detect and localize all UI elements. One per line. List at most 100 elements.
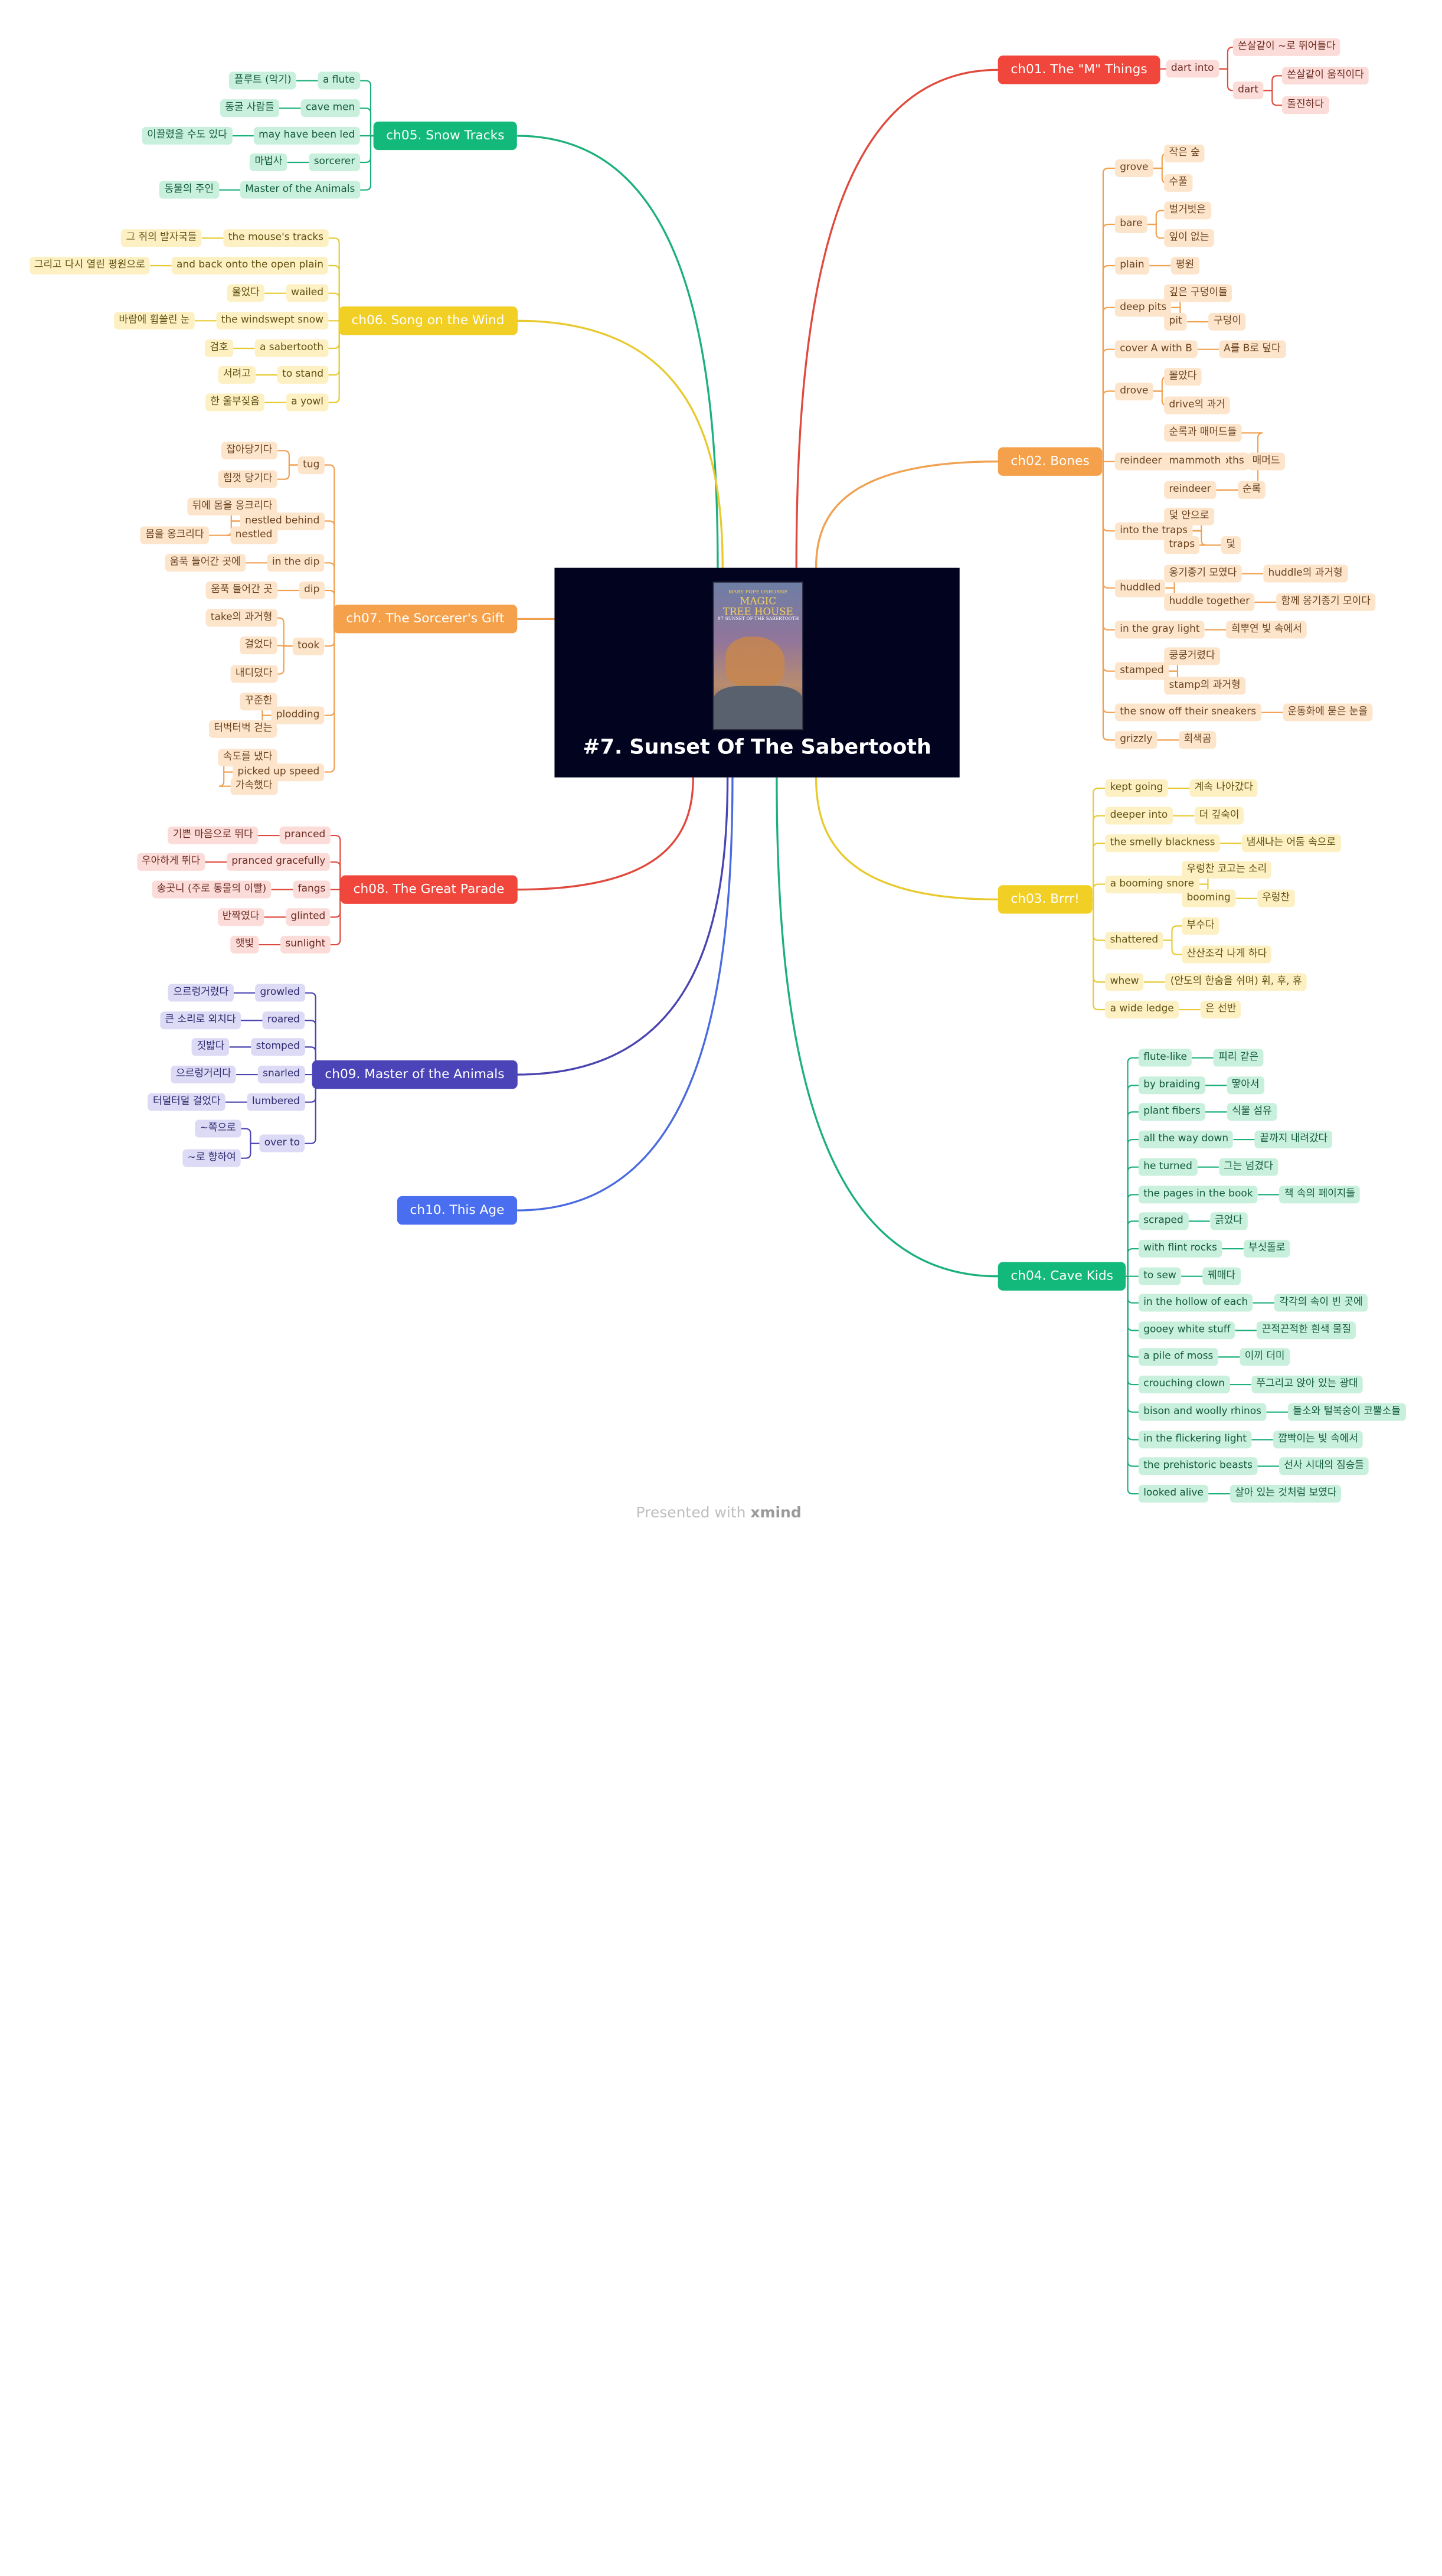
vocab-term-the-pages-in-the-book[interactable]: the pages in the book bbox=[1138, 1186, 1258, 1204]
translation-ch04-2[interactable]: 식물 섬유 bbox=[1227, 1103, 1277, 1121]
vocab-term-took[interactable]: took bbox=[292, 637, 325, 655]
translation-ch07-5[interactable]: 움푹 들어간 곳 bbox=[205, 581, 278, 600]
translation-ch02-21[interactable]: 회색곰 bbox=[1179, 731, 1217, 749]
translation-ch04-0[interactable]: 피리 같은 bbox=[1213, 1049, 1264, 1067]
vocab-term-term[interactable]: 쏜살같이 ~로 뛰어들다 bbox=[1232, 38, 1340, 57]
translation-ch04-13[interactable]: 들소와 털복숭이 코뿔소들 bbox=[1288, 1403, 1406, 1421]
vocab-term-picked-up-speed[interactable]: picked up speed bbox=[233, 763, 325, 781]
vocab-term-a-yowl[interactable]: a yowl bbox=[286, 393, 329, 412]
vocab-term-the-mouse-s-tracks[interactable]: the mouse's tracks bbox=[223, 229, 329, 247]
translation-ch04-11[interactable]: 이끼 더미 bbox=[1240, 1348, 1290, 1366]
vocab-term-in-the-hollow-of-each[interactable]: in the hollow of each bbox=[1138, 1294, 1253, 1312]
vocab-term-term[interactable]: 수풀 bbox=[1164, 174, 1193, 192]
vocab-term-in-the-dip[interactable]: in the dip bbox=[267, 554, 325, 572]
vocab-term-term[interactable]: ~로 향하여 bbox=[182, 1149, 241, 1167]
vocab-term-pit[interactable]: pit bbox=[1164, 312, 1187, 331]
vocab-term-tug[interactable]: tug bbox=[297, 456, 325, 474]
translation-ch03-8[interactable]: 은 선반 bbox=[1200, 1000, 1241, 1019]
translation-ch04-8[interactable]: 꿰매다 bbox=[1202, 1267, 1241, 1285]
vocab-term-term[interactable]: 순록과 매머드들 bbox=[1164, 424, 1242, 442]
vocab-term-plant-fibers[interactable]: plant fibers bbox=[1138, 1103, 1205, 1121]
translation-ch04-4[interactable]: 그는 넘겼다 bbox=[1218, 1158, 1278, 1176]
vocab-term-pranced-gracefully[interactable]: pranced gracefully bbox=[227, 853, 331, 871]
translation-ch08-0[interactable]: 기쁜 마음으로 뛰다 bbox=[168, 826, 258, 845]
vocab-term-gooey-white-stuff[interactable]: gooey white stuff bbox=[1138, 1321, 1235, 1340]
translation-ch02-17[interactable]: 희뿌연 빛 속에서 bbox=[1226, 621, 1307, 639]
vocab-term-he-turned[interactable]: he turned bbox=[1138, 1158, 1198, 1176]
vocab-term-a-pile-of-moss[interactable]: a pile of moss bbox=[1138, 1348, 1218, 1366]
vocab-term-shattered[interactable]: shattered bbox=[1105, 931, 1163, 949]
translation-ch06-2[interactable]: 울었다 bbox=[227, 284, 265, 302]
vocab-term-term[interactable]: 깊은 구덩이들 bbox=[1164, 284, 1232, 302]
translation-ch05-1[interactable]: 동굴 사람들 bbox=[220, 99, 280, 117]
chapter-topic-ch08[interactable]: ch08. The Great Parade bbox=[340, 875, 518, 904]
vocab-term-term[interactable]: 터벅터벅 걷는 bbox=[208, 720, 277, 739]
vocab-term-term[interactable]: 작은 숲 bbox=[1164, 144, 1205, 163]
vocab-term-the-snow-off-their-sneakers[interactable]: the snow off their sneakers bbox=[1114, 703, 1261, 721]
chapter-topic-ch07[interactable]: ch07. The Sorcerer's Gift bbox=[333, 605, 518, 634]
translation-ch03-7[interactable]: (안도의 한숨을 쉬며) 휘, 후, 휴 bbox=[1165, 973, 1307, 991]
translation-ch02-16[interactable]: 함께 옹기종기 모이다 bbox=[1276, 593, 1376, 612]
vocab-term-flute-like[interactable]: flute-like bbox=[1138, 1049, 1192, 1067]
vocab-term-huddle-together[interactable]: huddle together bbox=[1164, 593, 1255, 612]
vocab-term-stamp[interactable]: stamp의 과거형 bbox=[1164, 677, 1245, 695]
translation-ch03-1[interactable]: 더 깊숙이 bbox=[1194, 807, 1244, 825]
translation-ch02-6[interactable]: 구덩이 bbox=[1208, 312, 1247, 331]
chapter-topic-ch03[interactable]: ch03. Brrr! bbox=[998, 885, 1093, 914]
vocab-term-term[interactable]: 속도를 냈다 bbox=[218, 749, 277, 767]
vocab-term-the-smelly-blackness[interactable]: the smelly blackness bbox=[1105, 834, 1220, 853]
translation-ch06-6[interactable]: 한 울부짖음 bbox=[205, 393, 265, 412]
vocab-term-term[interactable]: 우렁찬 코고는 소리 bbox=[1182, 861, 1272, 879]
vocab-term-term[interactable]: 산산조각 나게 하다 bbox=[1182, 945, 1272, 964]
translation-ch05-3[interactable]: 마법사 bbox=[250, 153, 287, 172]
translation-ch04-3[interactable]: 끝까지 내려갔다 bbox=[1255, 1130, 1333, 1149]
vocab-term-in-the-gray-light[interactable]: in the gray light bbox=[1114, 621, 1205, 639]
vocab-term-a-sabertooth[interactable]: a sabertooth bbox=[254, 339, 329, 358]
vocab-term-bare[interactable]: bare bbox=[1114, 215, 1147, 234]
translation-ch06-4[interactable]: 검호 bbox=[205, 339, 233, 358]
vocab-term-booming[interactable]: booming bbox=[1182, 889, 1236, 907]
translation-ch04-12[interactable]: 쭈그리고 앉아 있는 광대 bbox=[1251, 1375, 1363, 1394]
translation-ch09-4[interactable]: 터덜터덜 걸었다 bbox=[148, 1093, 225, 1111]
vocab-term-all-the-way-down[interactable]: all the way down bbox=[1138, 1130, 1234, 1149]
vocab-term-growled[interactable]: growled bbox=[255, 984, 305, 1002]
translation-ch03-4[interactable]: 우렁찬 bbox=[1257, 889, 1295, 907]
vocab-term-term[interactable]: 힘껏 당기다 bbox=[218, 470, 277, 488]
translation-ch07-3[interactable]: 몸을 옹크리다 bbox=[140, 526, 209, 544]
vocab-term-term[interactable]: 돌진하다 bbox=[1282, 96, 1329, 115]
vocab-term-term[interactable]: 벌거벗은 bbox=[1164, 201, 1211, 220]
translation-ch02-20[interactable]: 운동화에 묻은 눈을 bbox=[1283, 703, 1373, 721]
translation-ch04-5[interactable]: 책 속의 페이지들 bbox=[1279, 1186, 1361, 1204]
vocab-term-dart[interactable]: dart bbox=[1232, 81, 1264, 100]
translation-ch02-7[interactable]: A를 B로 덮다 bbox=[1218, 340, 1286, 358]
translation-ch04-16[interactable]: 살아 있는 것처럼 보였다 bbox=[1230, 1484, 1342, 1503]
translation-ch03-0[interactable]: 계속 나아갔다 bbox=[1189, 779, 1258, 798]
translation-ch03-2[interactable]: 냄새나는 어둠 속으로 bbox=[1241, 834, 1341, 853]
translation-ch09-1[interactable]: 큰 소리로 외치다 bbox=[160, 1011, 241, 1030]
translation-ch08-2[interactable]: 송곳니 (주로 동물의 이빨) bbox=[152, 880, 272, 899]
vocab-term-term[interactable]: 내디뎠다 bbox=[230, 665, 277, 683]
vocab-term-may-have-been-led[interactable]: may have been led bbox=[253, 126, 360, 145]
vocab-term-term[interactable]: 걸었다 bbox=[240, 636, 277, 655]
vocab-term-reindeer[interactable]: reindeer bbox=[1164, 481, 1217, 499]
chapter-topic-ch10[interactable]: ch10. This Age bbox=[397, 1196, 518, 1225]
vocab-term-term[interactable]: 옹기종기 모였다 bbox=[1164, 564, 1242, 583]
chapter-topic-ch09[interactable]: ch09. Master of the Animals bbox=[312, 1060, 518, 1089]
translation-ch08-3[interactable]: 반짝였다 bbox=[217, 908, 264, 926]
translation-ch02-12[interactable]: 순록 bbox=[1237, 481, 1266, 499]
vocab-term-lumbered[interactable]: lumbered bbox=[247, 1093, 305, 1111]
translation-ch04-10[interactable]: 끈적끈적한 흰색 물질 bbox=[1257, 1321, 1356, 1340]
vocab-term-stomped[interactable]: stomped bbox=[251, 1038, 305, 1056]
translation-ch09-0[interactable]: 으르렁거렸다 bbox=[168, 984, 234, 1002]
chapter-topic-ch01[interactable]: ch01. The "M" Things bbox=[998, 55, 1160, 84]
vocab-term-the-windswept-snow[interactable]: the windswept snow bbox=[216, 312, 329, 330]
vocab-term-whew[interactable]: whew bbox=[1105, 973, 1144, 991]
vocab-term-wailed[interactable]: wailed bbox=[286, 284, 329, 302]
translation-ch05-4[interactable]: 동물의 주인 bbox=[159, 181, 219, 199]
vocab-term-scraped[interactable]: scraped bbox=[1138, 1212, 1189, 1230]
chapter-topic-ch06[interactable]: ch06. Song on the Wind bbox=[338, 306, 518, 335]
vocab-term-plodding[interactable]: plodding bbox=[271, 706, 325, 724]
vocab-term-roared[interactable]: roared bbox=[262, 1011, 305, 1030]
translation-ch04-6[interactable]: 긁었다 bbox=[1209, 1212, 1248, 1230]
translation-ch09-2[interactable]: 짓밟다 bbox=[192, 1038, 230, 1056]
